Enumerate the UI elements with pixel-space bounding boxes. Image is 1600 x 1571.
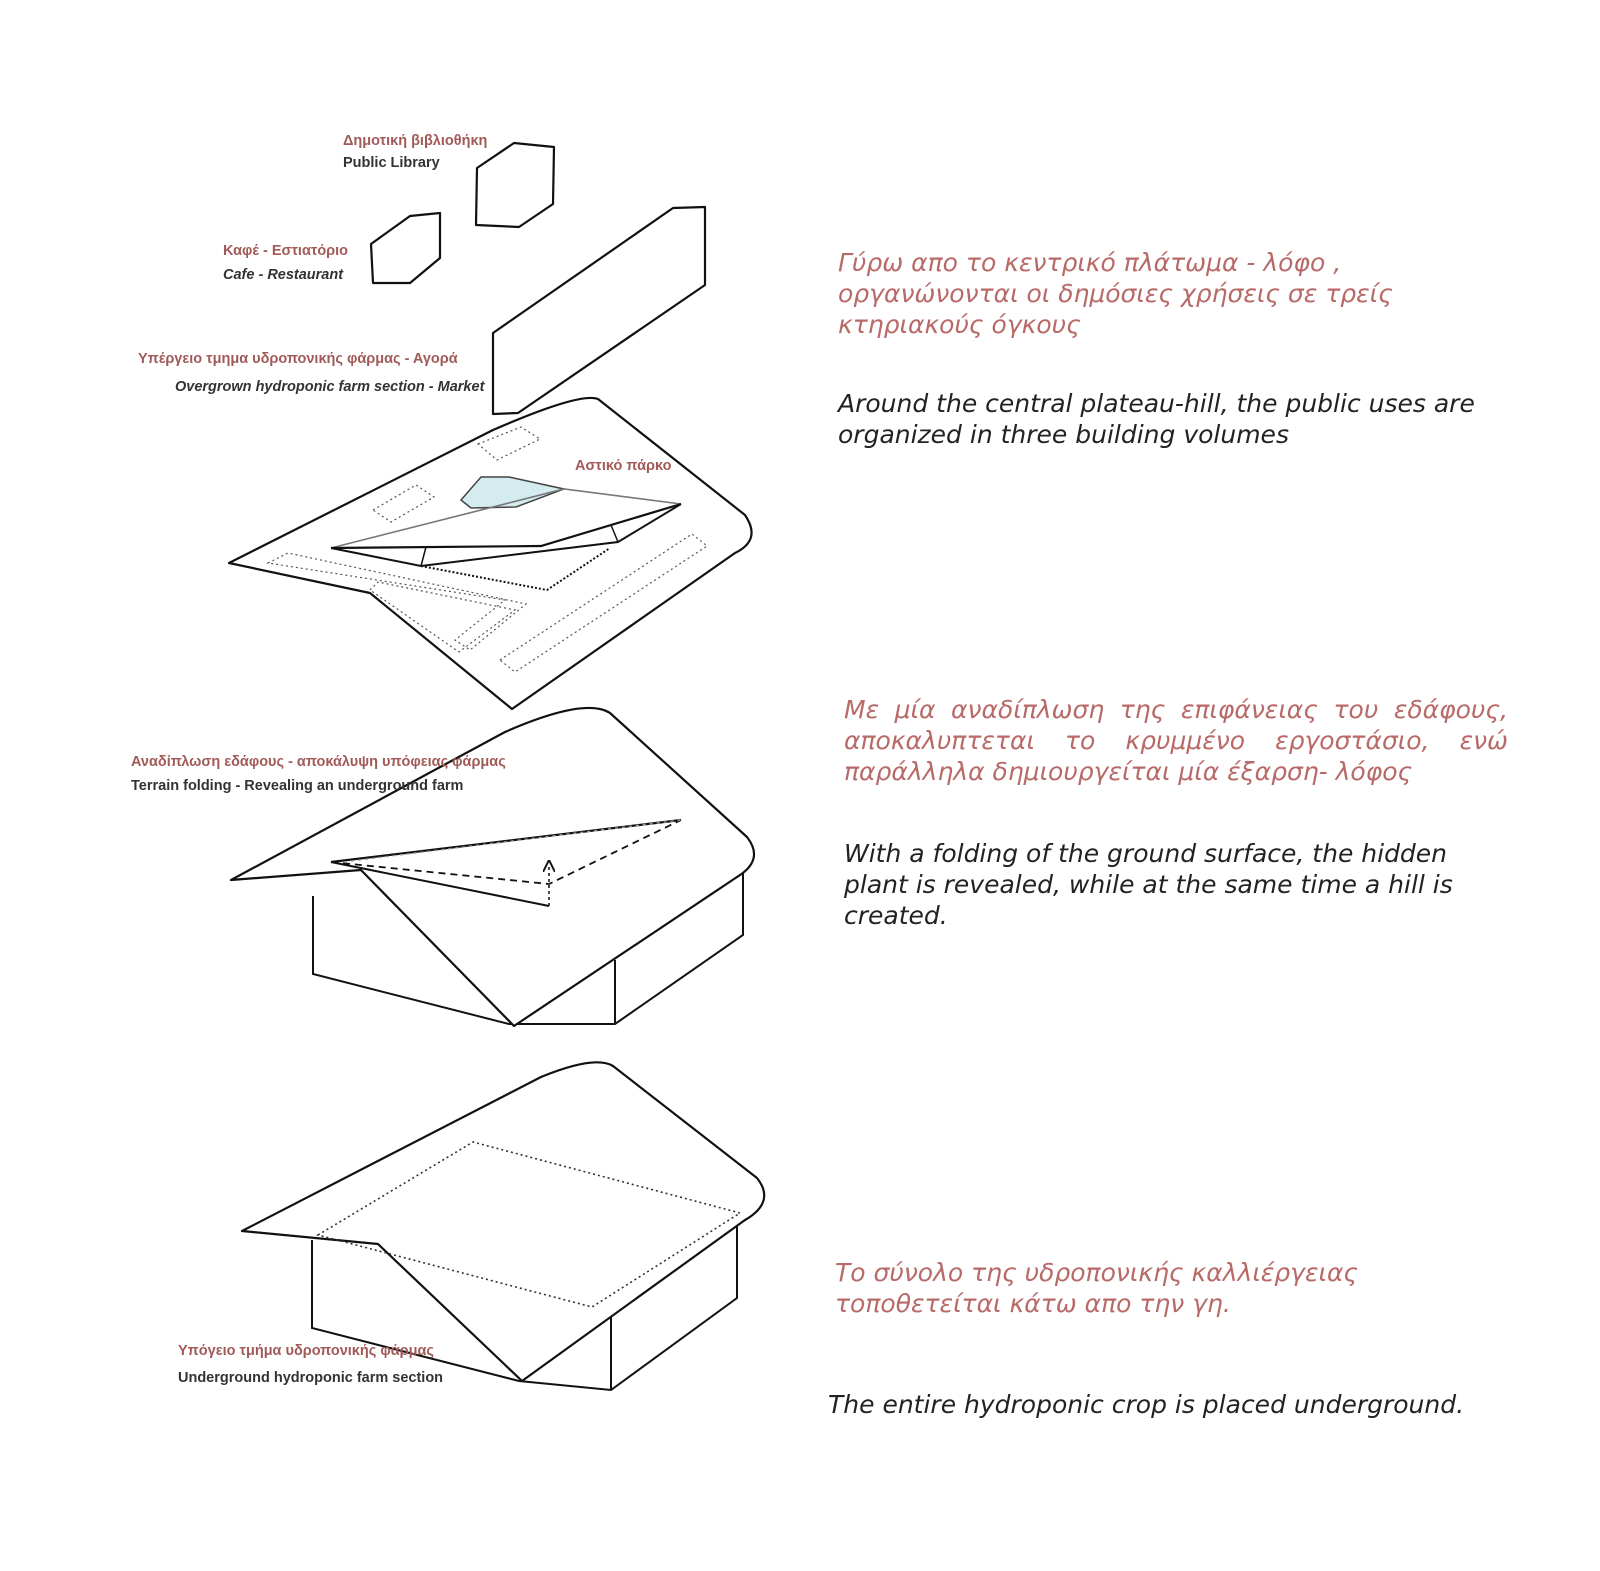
- underground-ground-surface: [240, 1061, 766, 1383]
- market-volume: [491, 205, 707, 416]
- underground-base-block: [311, 1225, 738, 1392]
- description-3-en: The entire hydroponic crop is placed und…: [828, 1390, 1465, 1419]
- cafe-label-en: Cafe - Restaurant: [223, 267, 344, 283]
- library-label-en: Public Library: [343, 155, 440, 171]
- folding-base-block: [312, 870, 744, 1025]
- underground-label-gr: Υπόγειο τμήμα υδροπονικής φάρμας: [178, 1343, 434, 1359]
- description-1-gr: Γύρω απο το κεντρικό πλάτωμα - λόφο , ορ…: [838, 248, 1393, 339]
- description-3-gr: Το σύνολο της υδροπονικής καλλιέργειας τ…: [835, 1258, 1359, 1318]
- folding-label-gr: Αναδίπλωση εδάφους - αποκάλυψη υπόφειας …: [131, 754, 506, 770]
- library-volume: [474, 141, 556, 229]
- folded-terrain-surface: [229, 706, 756, 1028]
- park-label-gr: Αστικό πάρκο: [575, 458, 672, 474]
- ground-plateau: [227, 396, 753, 711]
- market-label-gr: Υπέργειο τμημα υδροπονικής φάρμας - Αγορ…: [138, 351, 458, 367]
- description-2-gr: Με μία αναδίπλωση της επιφάνειας του εδά…: [844, 695, 1508, 786]
- library-label-gr: Δημοτική βιβλιοθήκη: [343, 133, 487, 149]
- cafe-volume: [369, 211, 442, 285]
- description-1-en: Around the central plateau-hill, the pub…: [838, 389, 1475, 449]
- description-2-en: With a folding of the ground surface, th…: [844, 839, 1453, 930]
- cafe-label-gr: Καφέ - Εστιατόριο: [223, 243, 348, 259]
- underground-farm-outline: [315, 1141, 742, 1308]
- market-label-en: Overgrown hydroponic farm section - Mark…: [175, 379, 486, 395]
- folding-label-en: Terrain folding - Revealing an undergrou…: [131, 778, 463, 794]
- underground-label-en: Underground hydroponic farm section: [178, 1370, 443, 1386]
